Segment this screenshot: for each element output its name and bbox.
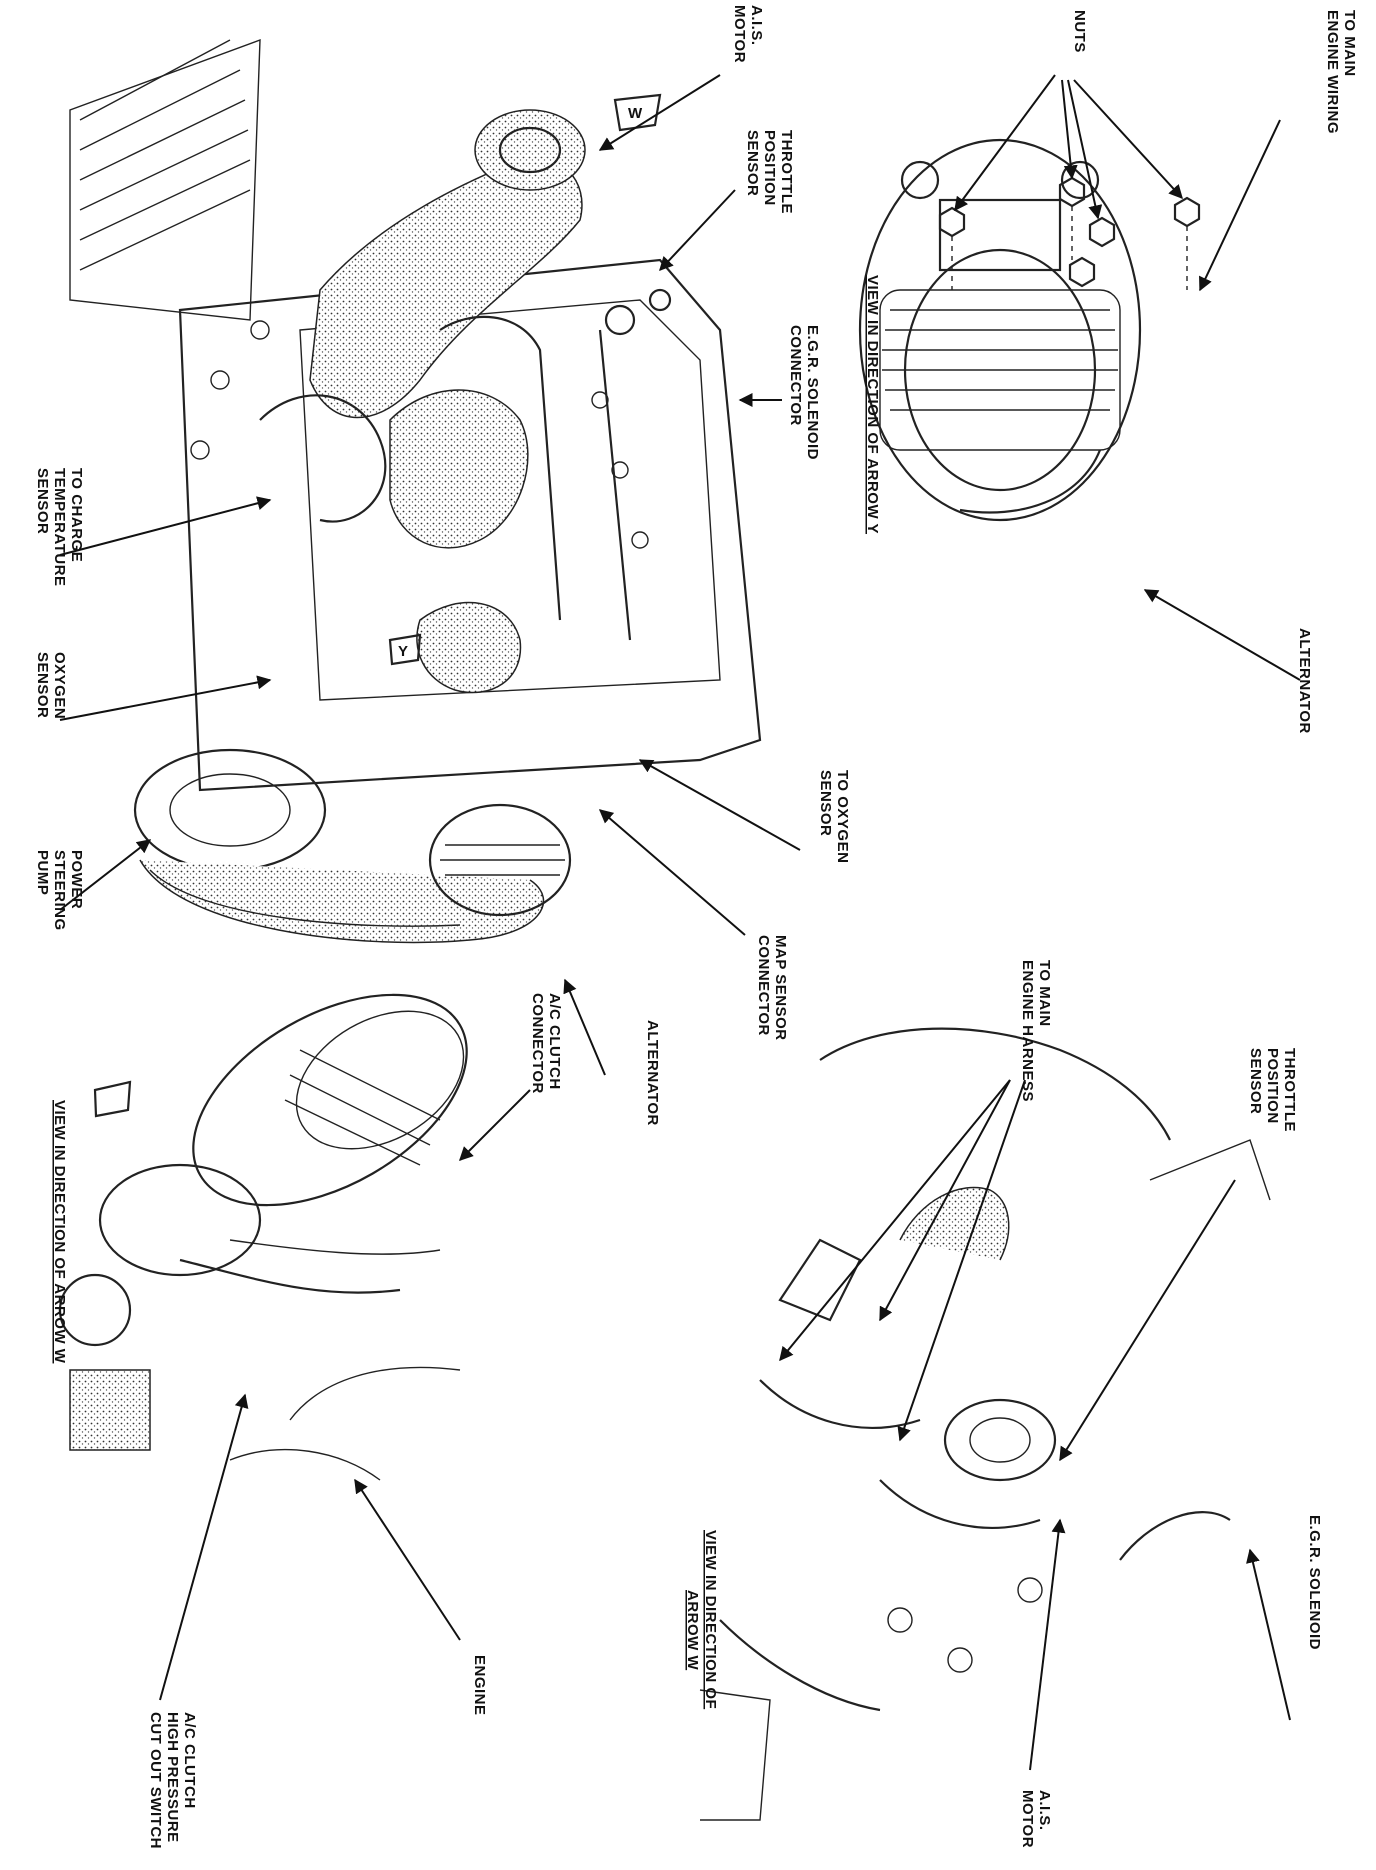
arrow-w-marker: W [613,93,662,132]
leader-lines [59,74,1301,1771]
svg-text:VIEW IN DIRECTION OF: VIEW IN DIRECTION OF [702,1530,719,1709]
svg-text:POSITION: POSITION [761,130,778,206]
svg-text:E.G.R. SOLENOID: E.G.R. SOLENOID [1306,1515,1323,1650]
ac-compressor-inset-view-w [58,993,468,1481]
label-map-sensor-connector: MAP SENSOR CONNECTOR [755,935,789,1041]
label-nuts: NUTS [1071,10,1088,53]
svg-text:ALTERNATOR: ALTERNATOR [1296,628,1313,734]
label-to-main-engine-wiring: TO MAIN ENGINE WIRING [1324,10,1358,134]
svg-text:W: W [628,105,643,122]
svg-text:Y: Y [398,643,409,660]
label-oxygen-sensor: OXYGEN SENSOR [34,652,68,719]
label-egr-solenoid: E.G.R. SOLENOID [1306,1515,1323,1650]
svg-text:VIEW IN DIRECTION OF ARROW W: VIEW IN DIRECTION OF ARROW W [51,1100,68,1364]
svg-text:MAP SENSOR: MAP SENSOR [772,935,789,1041]
labels: TO MAIN ENGINE WIRING NUTS VIEW IN DIREC… [34,5,1358,1849]
svg-text:CUT OUT SWITCH: CUT OUT SWITCH [147,1712,164,1849]
label-ac-clutch-connector: A/C CLUTCH CONNECTOR [529,993,563,1094]
svg-text:HIGH PRESSURE: HIGH PRESSURE [164,1712,181,1843]
svg-text:THROTTLE: THROTTLE [778,130,795,214]
main-engine-illustration: W Y [69,38,762,944]
label-throttle-position-sensor-right: THROTTLE POSITION SENSOR [1247,1048,1298,1132]
svg-text:MOTOR: MOTOR [1019,1790,1036,1848]
label-throttle-position-sensor-top: THROTTLE POSITION SENSOR [744,130,795,214]
svg-text:TO OXYGEN: TO OXYGEN [834,770,851,863]
label-to-oxygen-sensor: TO OXYGEN SENSOR [817,770,851,863]
svg-text:THROTTLE: THROTTLE [1281,1048,1298,1132]
svg-text:ALTERNATOR: ALTERNATOR [644,1020,661,1126]
svg-text:ENGINE HARNESS: ENGINE HARNESS [1019,960,1036,1102]
caption-view-arrow-w-right: VIEW IN DIRECTION OF ARROW W [684,1530,719,1709]
caption-view-arrow-y: VIEW IN DIRECTION OF ARROW Y [864,275,881,534]
svg-text:PUMP: PUMP [34,850,51,895]
svg-text:STEERING: STEERING [51,850,68,931]
svg-text:SENSOR: SENSOR [744,130,761,196]
svg-text:A.I.S.: A.I.S. [1036,1790,1053,1831]
label-power-steering-pump: POWER STEERING PUMP [34,850,85,931]
label-alternator-main: ALTERNATOR [644,1020,661,1126]
svg-text:E.G.R. SOLENOID: E.G.R. SOLENOID [804,325,821,460]
svg-text:ARROW W: ARROW W [684,1590,701,1670]
svg-text:POWER: POWER [68,850,85,909]
throttle-area-inset-view-w [699,1027,1271,1821]
label-ac-clutch-high-pressure-switch: A/C CLUTCH HIGH PRESSURE CUT OUT SWITCH [147,1712,198,1849]
arrow-w-marker-inset [93,1080,132,1118]
label-egr-solenoid-connector: E.G.R. SOLENOID CONNECTOR [787,325,821,460]
alternator-inset-view-y [858,138,1201,522]
svg-text:POSITION: POSITION [1264,1048,1281,1124]
svg-text:SENSOR: SENSOR [34,652,51,718]
svg-text:TO MAIN: TO MAIN [1036,960,1053,1027]
svg-text:SENSOR: SENSOR [34,468,51,534]
svg-text:SENSOR: SENSOR [1247,1048,1264,1114]
svg-text:A/C CLUTCH: A/C CLUTCH [546,993,563,1090]
svg-text:ENGINE: ENGINE [471,1655,488,1716]
svg-text:SENSOR: SENSOR [817,770,834,836]
svg-text:TO CHARGE: TO CHARGE [68,468,85,562]
arrow-y-marker: Y [388,633,422,666]
label-engine: ENGINE [471,1655,488,1716]
caption-view-arrow-w-left: VIEW IN DIRECTION OF ARROW W [51,1100,68,1364]
svg-text:A.I.S.: A.I.S. [748,5,765,46]
label-to-main-engine-harness: TO MAIN ENGINE HARNESS [1019,960,1053,1102]
label-ais-motor-top: A.I.S. MOTOR [731,5,765,63]
label-to-charge-temperature-sensor: TO CHARGE TEMPERATURE SENSOR [34,468,85,587]
svg-text:TO MAIN: TO MAIN [1341,10,1358,77]
svg-text:OXYGEN: OXYGEN [51,652,68,719]
svg-text:CONNECTOR: CONNECTOR [755,935,772,1036]
svg-text:TEMPERATURE: TEMPERATURE [51,468,68,587]
svg-text:VIEW IN DIRECTION OF ARROW Y: VIEW IN DIRECTION OF ARROW Y [864,275,881,534]
svg-text:CONNECTOR: CONNECTOR [787,325,804,426]
svg-text:MOTOR: MOTOR [731,5,748,63]
label-alternator-top: ALTERNATOR [1296,628,1313,734]
svg-text:ENGINE WIRING: ENGINE WIRING [1324,10,1341,134]
label-ais-motor-right: A.I.S. MOTOR [1019,1790,1053,1848]
svg-text:A/C CLUTCH: A/C CLUTCH [181,1712,198,1809]
svg-text:CONNECTOR: CONNECTOR [529,993,546,1094]
svg-text:NUTS: NUTS [1071,10,1088,53]
